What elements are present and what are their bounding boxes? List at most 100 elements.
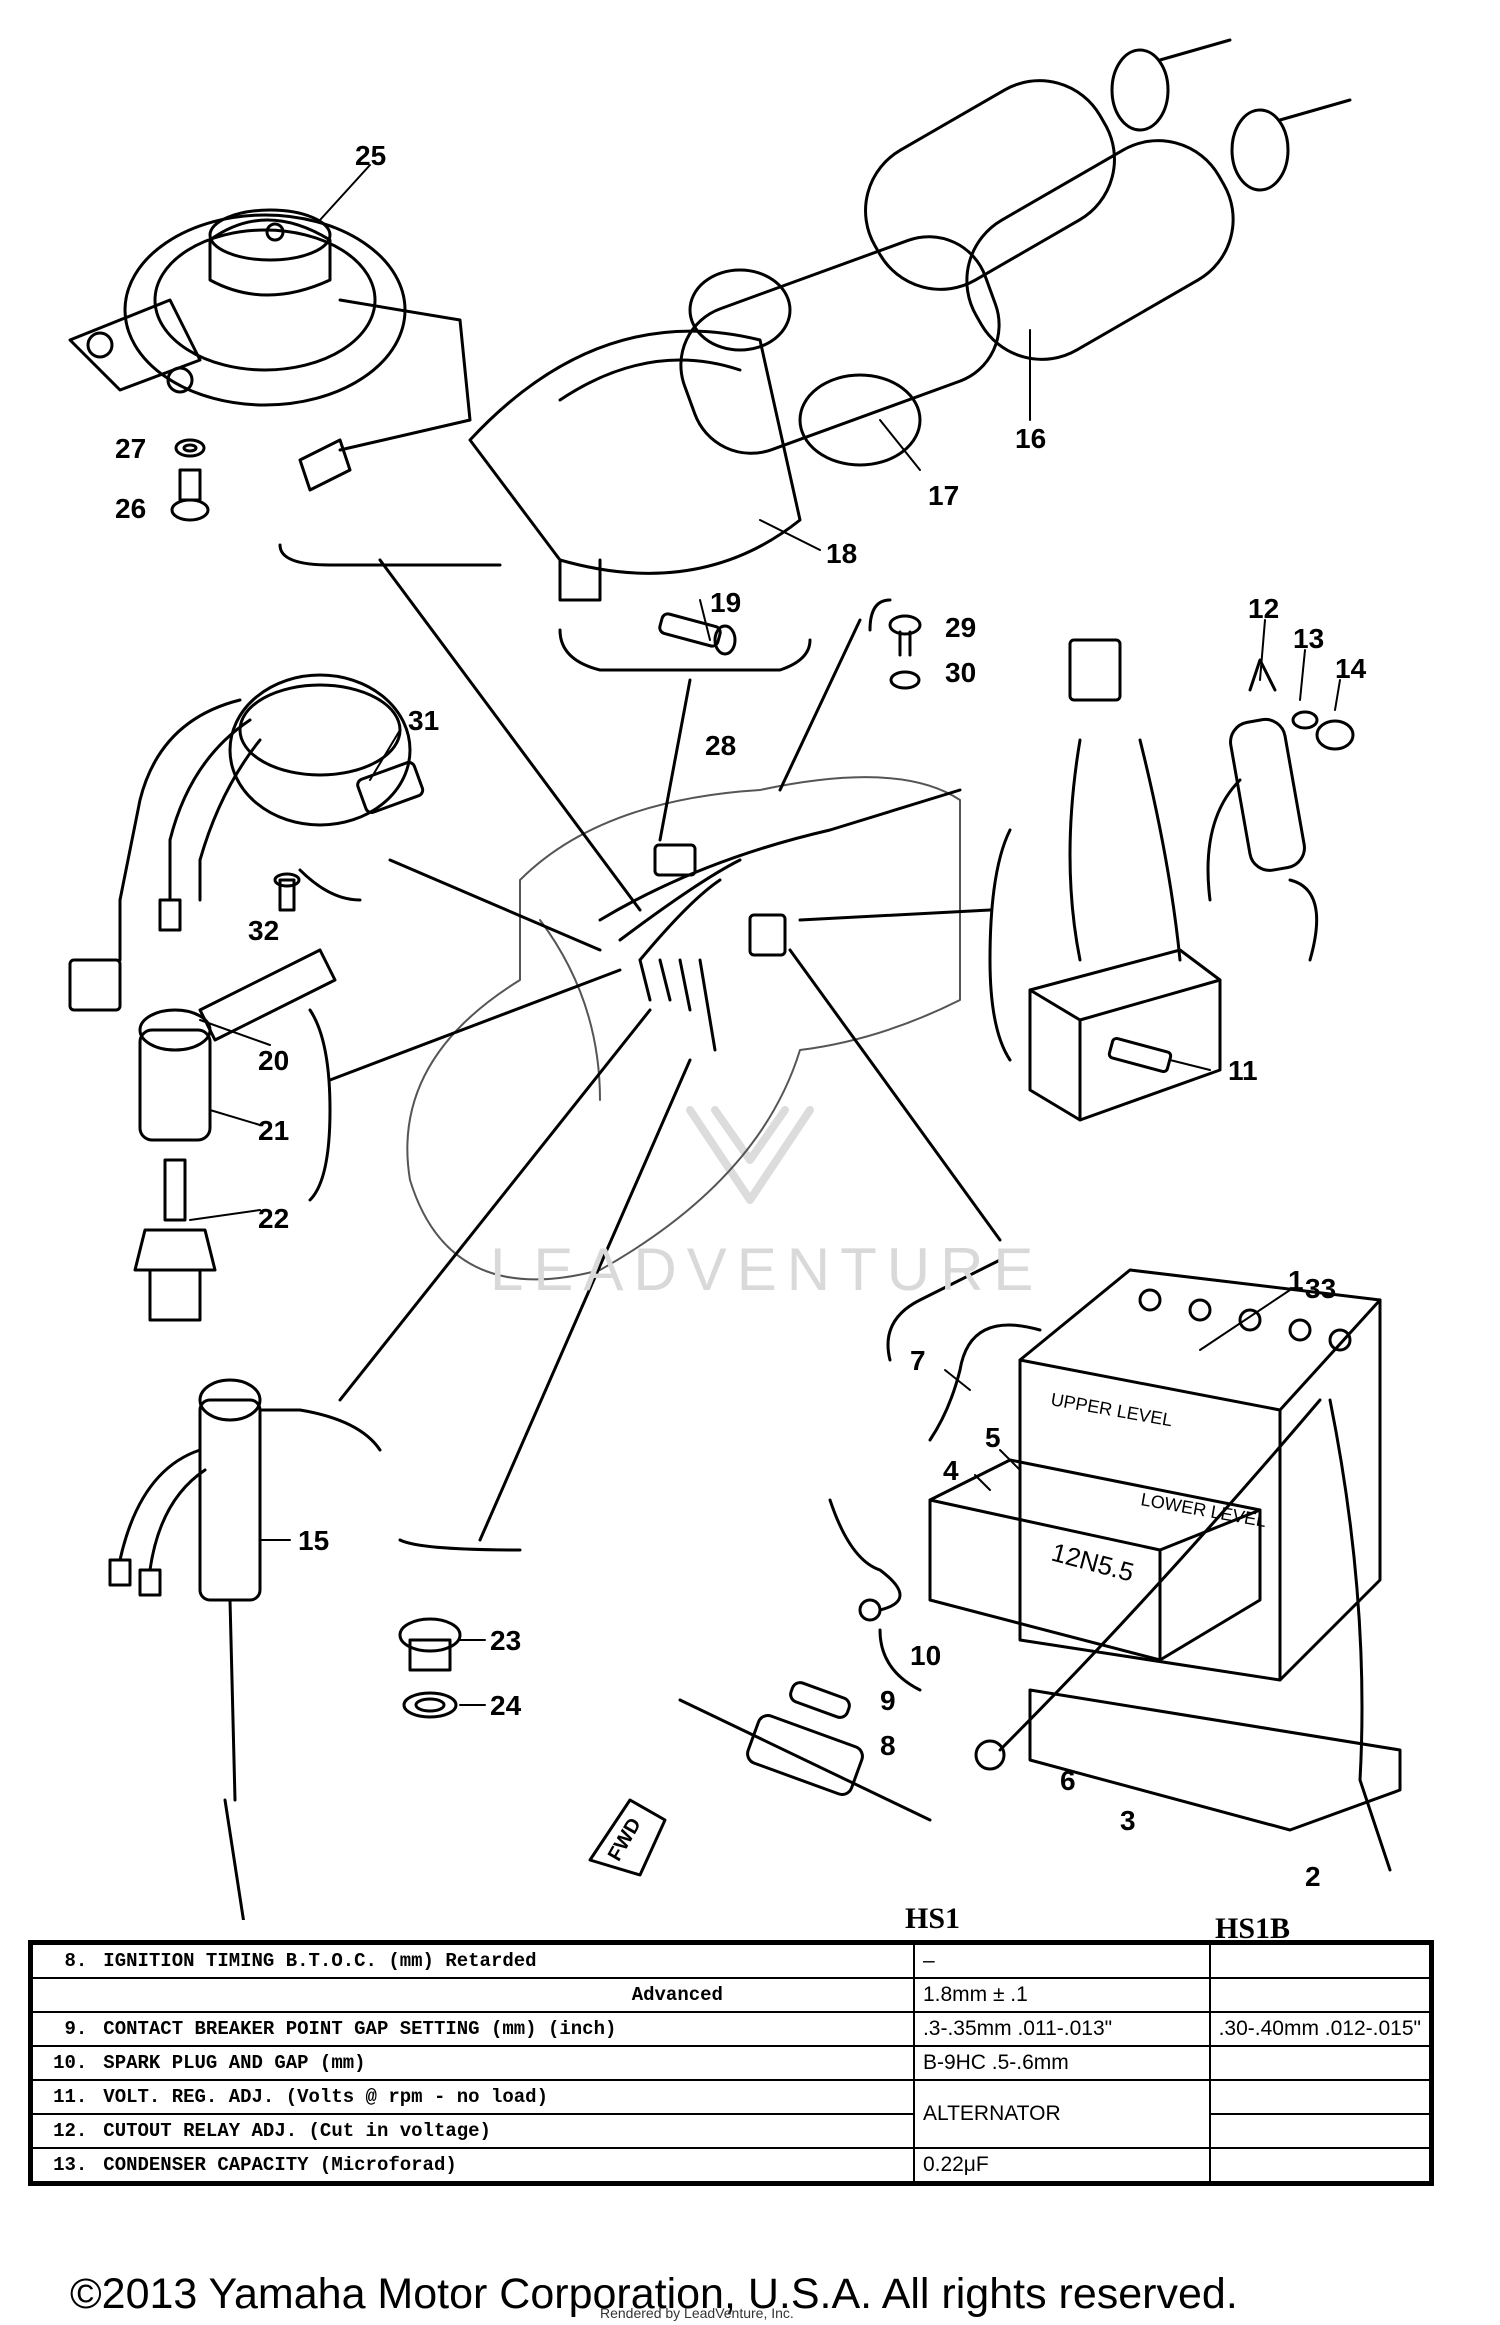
plug-part-23 (398, 1617, 462, 1672)
bolt-part-19 (658, 612, 737, 656)
exploded-parts-diagram: UPPER LEVEL LOWER LEVEL 12N5.5 FWD LEADV… (68, 38, 1402, 1920)
callout-4: 4 (943, 1455, 959, 1486)
callout-1: 1 (1288, 1265, 1304, 1296)
screw-part-14 (1315, 719, 1355, 751)
wire-harness-part-28 (598, 788, 962, 1052)
rendered-by-notice: Rendered by LeadVenture, Inc. (600, 2305, 794, 2321)
callout-3: 3 (1120, 1805, 1136, 1836)
row-parameter: Advanced (95, 1977, 915, 2013)
table-row: 12. CUTOUT RELAY ADJ. (Cut in voltage) (29, 2113, 1433, 2149)
watermark-logo (686, 1106, 814, 1204)
bolt-part-26 (170, 468, 210, 522)
table-row: 13. CONDENSER CAPACITY (Microforad) 0.22… (29, 2147, 1433, 2185)
horn-part-25 (68, 208, 472, 492)
column-header-hs1b: HS1B (1215, 1912, 1291, 1945)
callout-numbers: 1 2 3 4 5 6 7 8 9 10 11 12 13 14 15 16 1… (115, 140, 1367, 1892)
row-value-hs1: ALTERNATOR (912, 2079, 1211, 2149)
row-parameter: SPARK PLUG AND GAP (mm) (95, 2045, 915, 2081)
row-value-hs1: B-9HC .5-.6mm (912, 2045, 1211, 2081)
callout-29: 29 (945, 612, 976, 643)
row-value-hs1b (1208, 2113, 1433, 2149)
washer-part-27 (174, 438, 206, 458)
row-value-hs1: 1.8mm ± .1 (912, 1977, 1211, 2013)
washer-part-13 (1291, 710, 1319, 730)
callout-11: 11 (1228, 1055, 1258, 1086)
callout-26: 26 (115, 493, 146, 524)
ignition-coil-part-16 (864, 38, 1352, 361)
row-value-hs1b (1208, 2147, 1433, 2185)
callout-14: 14 (1335, 653, 1367, 684)
callout-15: 15 (298, 1525, 329, 1556)
row-value-hs1: – (912, 1941, 1211, 1979)
spark-plug-part-22 (133, 1158, 217, 1322)
callout-21: 21 (258, 1115, 289, 1146)
callout-12: 12 (1248, 593, 1279, 624)
callout-24: 24 (490, 1690, 522, 1721)
voltage-regulator-part-11 (1028, 638, 1222, 1122)
table-row: 10. SPARK PLUG AND GAP (mm) B-9HC .5-.6m… (29, 2045, 1433, 2081)
callout-9: 9 (880, 1685, 896, 1716)
ground-lead-part-10 (828, 1498, 902, 1622)
coil-bracket-part-18 (468, 329, 802, 602)
fwd-arrow (588, 1798, 667, 1877)
row-number: 12. (29, 2113, 96, 2149)
row-parameter: IGNITION TIMING B.T.O.C. (mm) Retarded (95, 1941, 915, 1979)
callout-10: 10 (910, 1640, 941, 1671)
callout-30: 30 (945, 657, 976, 688)
washer-part-24 (402, 1691, 458, 1719)
row-value-hs1b: .30-.40mm .012-.015" (1208, 2011, 1433, 2047)
contact-breaker-part-15 (108, 1378, 262, 1920)
callout-5: 5 (985, 1422, 1001, 1453)
callout-25: 25 (355, 140, 386, 171)
fuse-holder-part-8 (678, 1698, 932, 1822)
callout-8: 8 (880, 1730, 896, 1761)
fwd-label: FWD (604, 1814, 646, 1864)
row-value-hs1b (1208, 1941, 1433, 1979)
callout-31: 31 (408, 705, 439, 736)
callout-18: 18 (826, 538, 857, 569)
callout-16: 16 (1015, 423, 1046, 454)
row-number: 13. (29, 2147, 96, 2185)
row-value-hs1b (1208, 2045, 1433, 2081)
battery-lower-level-label: LOWER LEVEL (1139, 1489, 1268, 1531)
battery-markings: UPPER LEVEL LOWER LEVEL 12N5.5 FWD (604, 1389, 1268, 1865)
row-parameter: VOLT. REG. ADJ. (Volts @ rpm - no load) (95, 2079, 915, 2115)
condenser-part-12 (1206, 658, 1319, 962)
screw-part-32 (273, 872, 301, 912)
callout-32: 32 (248, 915, 279, 946)
table-row: 11. VOLT. REG. ADJ. (Volts @ rpm - no lo… (29, 2079, 1433, 2149)
row-number: 9. (29, 2011, 96, 2047)
leader-lines (328, 558, 1002, 1542)
plug-cap-part-21 (138, 1008, 212, 1142)
spec-table: 8. IGNITION TIMING B.T.O.C. (mm) Retarde… (28, 1940, 1434, 2186)
battery-upper-level-label: UPPER LEVEL (1049, 1389, 1174, 1430)
row-value-hs1b (1208, 1977, 1433, 2013)
screw-part-29 (888, 614, 922, 657)
battery-cable-part-6 (974, 1398, 1322, 1771)
callout-27: 27 (115, 433, 146, 464)
coil-sleeve-part-17 (679, 235, 1001, 467)
group-brackets (258, 543, 1012, 1692)
callout-leaders (189, 164, 1341, 1706)
row-number: 8. (29, 1941, 96, 1979)
callout-23: 23 (490, 1625, 521, 1656)
callout-22: 22 (258, 1203, 289, 1234)
callout-17: 17 (928, 480, 959, 511)
table-row: 9. CONTACT BREAKER POINT GAP SETTING (mm… (29, 2011, 1433, 2047)
callout-28: 28 (705, 730, 736, 761)
battery-code-label: 12N5.5 (1048, 1537, 1137, 1588)
fuse-part-9 (789, 1681, 851, 1719)
row-number: 10. (29, 2045, 96, 2081)
row-parameter: CONDENSER CAPACITY (Microforad) (95, 2147, 915, 2185)
frame-outline (406, 776, 961, 1281)
callout-33: 33 (1305, 1273, 1336, 1304)
row-value-hs1: .3-.35mm .011-.013" (912, 2011, 1211, 2047)
battery-tray-part-3 (1028, 1688, 1402, 1832)
callout-6: 6 (1060, 1765, 1076, 1796)
main-switch-part-31 (68, 673, 425, 1012)
row-value-hs1b (1208, 2079, 1433, 2115)
copyright-notice: ©2013 Yamaha Motor Corporation, U.S.A. A… (70, 2270, 1238, 2318)
battery-part-1 (1018, 1268, 1382, 1682)
table-row: Advanced 1.8mm ± .1 (29, 1977, 1433, 2013)
row-parameter: CONTACT BREAKER POINT GAP SETTING (mm) (… (95, 2011, 915, 2047)
